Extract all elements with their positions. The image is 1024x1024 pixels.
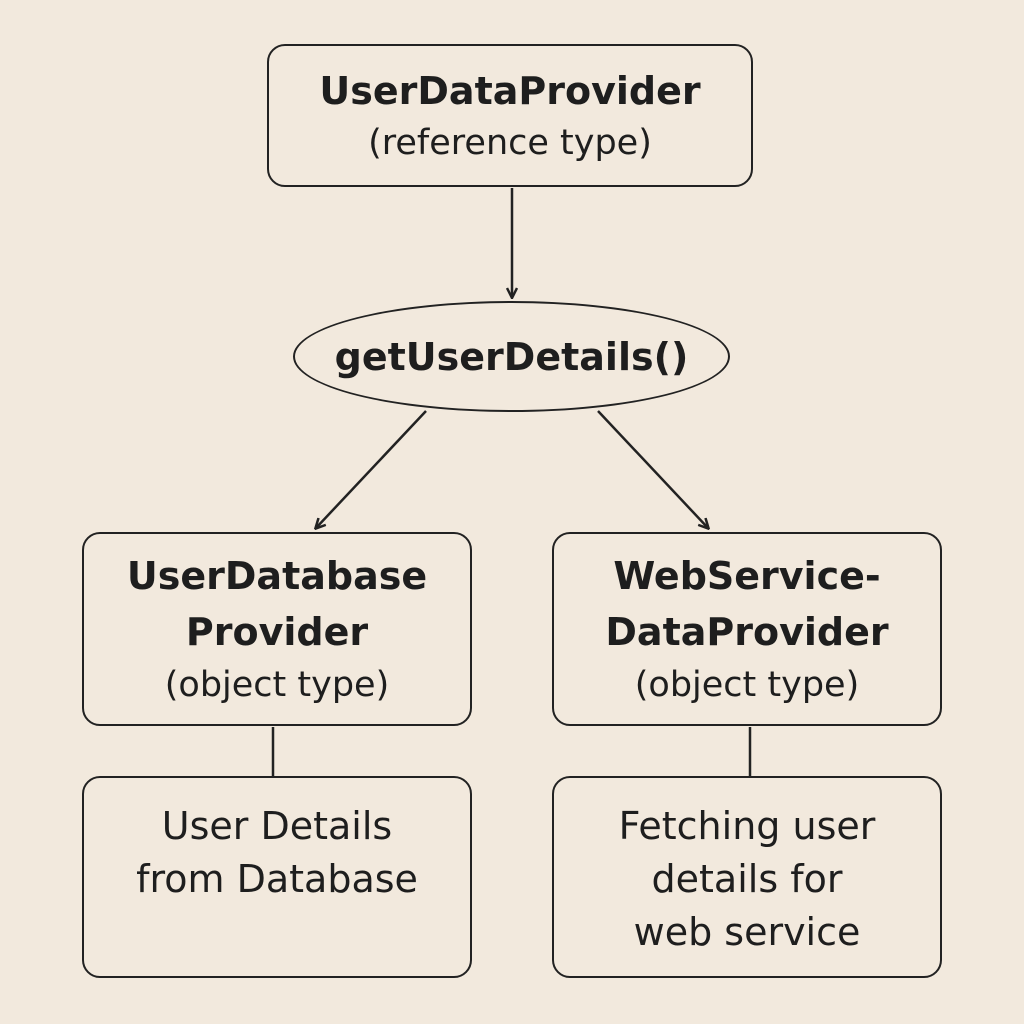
left-description-line1: User Details	[161, 804, 393, 848]
right-description-line2: details for	[651, 857, 843, 901]
user-database-provider-box: UserDatabase Provider (object type)	[82, 532, 472, 726]
left-description-line2: from Database	[136, 857, 418, 901]
database-description-box: User Details from Database	[82, 776, 472, 978]
left-object-name-line2: Provider	[185, 610, 369, 654]
right-description-line3: web service	[633, 910, 861, 954]
reference-type-kind: (reference type)	[368, 122, 652, 163]
left-object-name-line1: UserDatabase	[126, 554, 428, 598]
method-label: getUserDetails()	[334, 334, 689, 379]
reference-type-name: UserDataProvider	[319, 68, 701, 113]
right-object-name-line1: WebService-	[613, 554, 881, 598]
webservice-data-provider-box: WebService- DataProvider (object type)	[552, 532, 942, 726]
reference-type-box: UserDataProvider (reference type)	[267, 44, 753, 187]
right-object-name-line2: DataProvider	[605, 610, 889, 654]
right-object-kind: (object type)	[634, 665, 860, 705]
arrow-method-to-left-object	[316, 410, 427, 528]
webservice-description-box: Fetching user details for web service	[552, 776, 942, 978]
right-description-line1: Fetching user	[618, 804, 876, 848]
arrow-method-to-right-object	[597, 410, 708, 528]
left-object-kind: (object type)	[164, 665, 390, 705]
method-ellipse: getUserDetails()	[293, 301, 730, 412]
